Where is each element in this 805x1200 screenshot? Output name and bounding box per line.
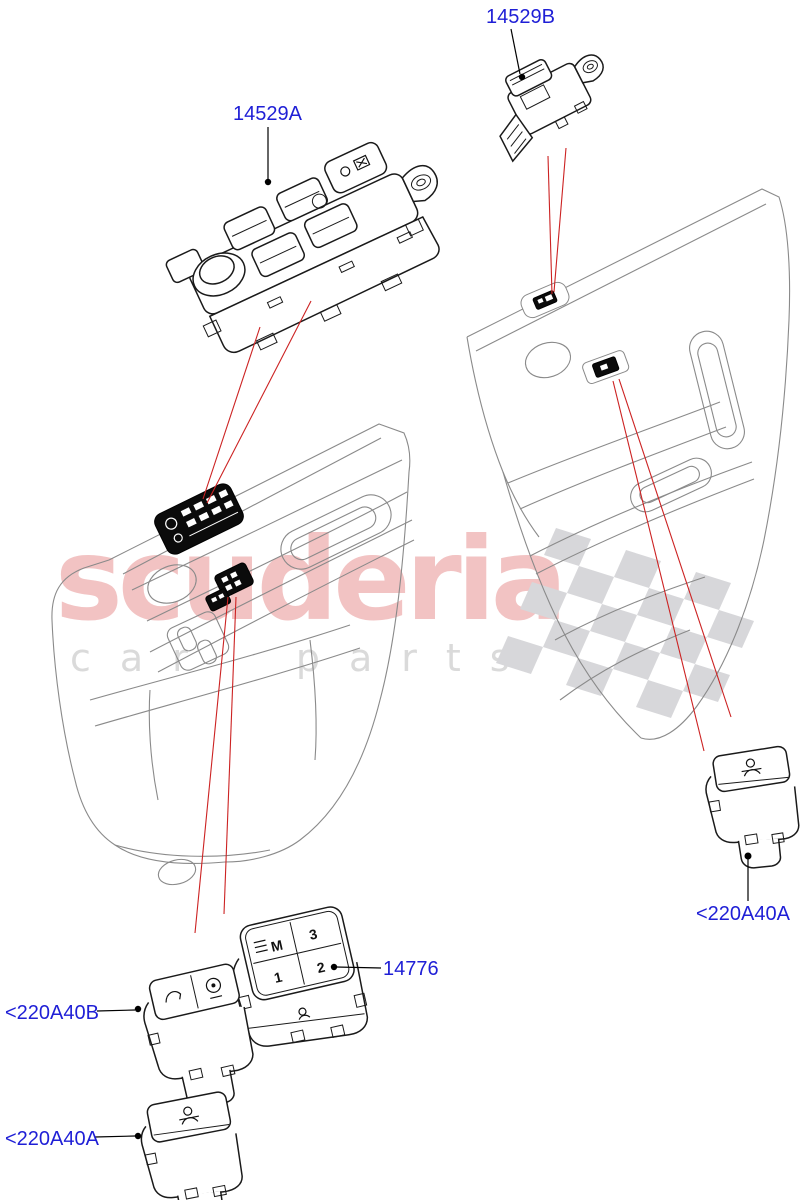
child-lock-switch-bottom-drawing-220a40a: [140, 1091, 243, 1200]
rear-door-panel-drawing: [466, 188, 791, 740]
red-locator-lines: [194, 147, 732, 934]
part-label-220a40a-right[interactable]: <220A40A: [696, 903, 790, 925]
rear-door-armrest-switch: [582, 350, 630, 385]
rear-window-switch-drawing-14529b: [499, 54, 604, 163]
svg-text:1: 1: [272, 969, 283, 986]
part-label-14776[interactable]: 14776: [383, 958, 439, 980]
front-door-small-switch-cluster: [205, 562, 254, 612]
part-label-14529a[interactable]: 14529A: [233, 103, 302, 125]
rear-door-window-switch: [520, 281, 570, 319]
master-window-switch-drawing-14529a: [165, 141, 440, 354]
seat-memory-switch-drawing-14776: M 3 1 2: [232, 906, 369, 1047]
black-leader-lines: [94, 28, 752, 1140]
front-door-panel-drawing: [51, 423, 415, 886]
svg-text:M: M: [269, 937, 284, 955]
svg-text:3: 3: [308, 926, 319, 943]
svg-text:2: 2: [315, 959, 326, 976]
checkered-flag-watermark: [496, 528, 754, 718]
front-door-switch-plate: [154, 483, 244, 555]
child-lock-switch-right-drawing-220a40a: [705, 745, 800, 869]
part-label-220a40a-bottom[interactable]: <220A40A: [5, 1128, 99, 1150]
part-label-220a40b[interactable]: <220A40B: [5, 1002, 99, 1024]
part-label-14529b[interactable]: 14529B: [486, 6, 555, 28]
